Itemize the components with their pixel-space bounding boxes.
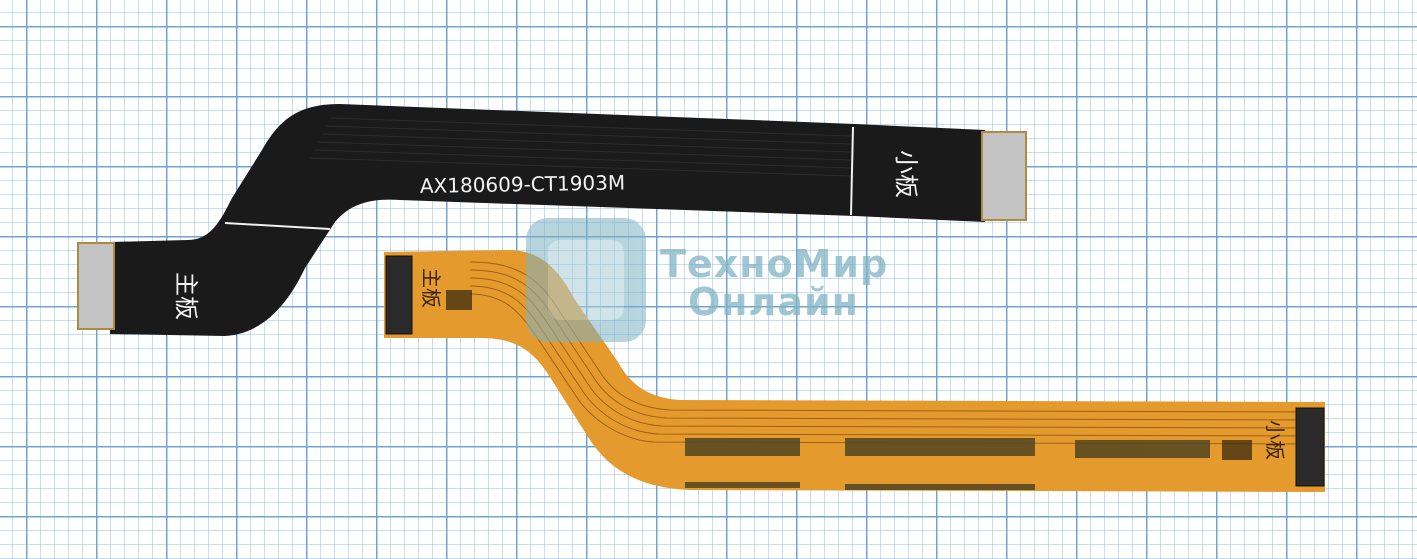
watermark-logo-icon xyxy=(526,218,646,342)
black-cable-white-line xyxy=(850,126,854,216)
orange-cable-shields xyxy=(685,438,1210,490)
black-cable-right-pad xyxy=(981,131,1027,221)
orange-cable-right-connector xyxy=(1295,407,1325,487)
watermark-line2: Онлайн xyxy=(688,280,859,324)
orange-cable-left-label: 主板 xyxy=(419,268,443,308)
black-cable-body xyxy=(110,104,985,336)
orange-cable-hatches xyxy=(446,290,1252,460)
orange-cable-left-connector xyxy=(385,255,413,335)
orange-cable-right-label: 小板 xyxy=(1263,420,1287,460)
orange-cable-body xyxy=(384,250,1325,492)
black-cable-marking: AX180609-CT1903M xyxy=(420,170,626,198)
black-cable-right-label: 小板 xyxy=(892,150,920,198)
orange-flex-cable: 主板 小板 xyxy=(384,250,1325,492)
watermark-line1: ТехноМир xyxy=(660,242,889,286)
black-cable-traces xyxy=(309,117,851,177)
black-cable-left-label: 主板 xyxy=(172,272,200,320)
black-cable-white-line xyxy=(224,222,331,230)
black-cable-left-pad xyxy=(77,242,115,330)
black-flex-cable: AX180609-CT1903M 主板 小板 xyxy=(77,104,1027,336)
